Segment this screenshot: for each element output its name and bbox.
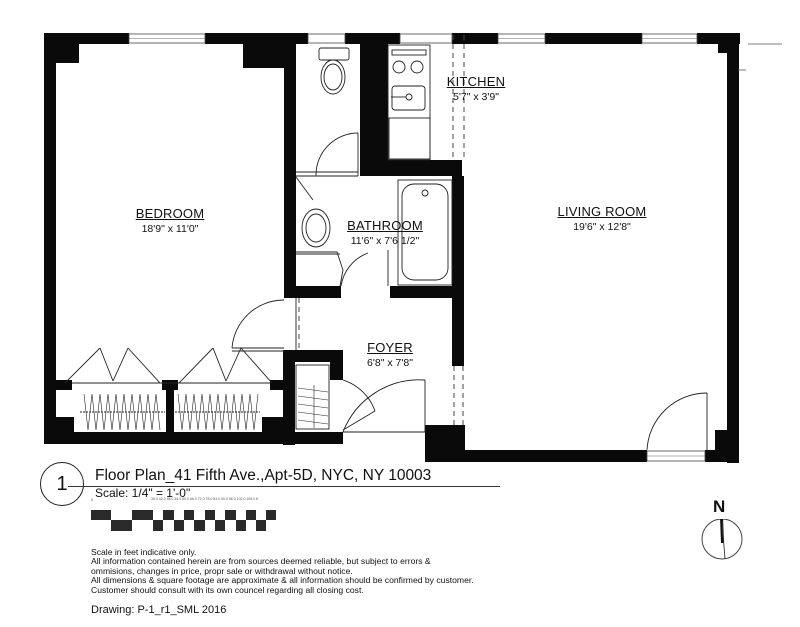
- wall: [283, 350, 343, 362]
- wall: [56, 380, 72, 390]
- disclaimer-line: Customer should consult with its own cou…: [91, 584, 364, 595]
- room-dimensions: 18'9" x 11'0": [141, 223, 199, 235]
- room-name: FOYER: [367, 340, 413, 355]
- north-arrow: N: [700, 497, 744, 567]
- title-block: 1 Floor Plan_41 Fifth Ave.,Apt-5D, NYC, …: [40, 462, 500, 506]
- scale-bar: [91, 510, 276, 531]
- disclaimer-line: Scale in feet indicative only.: [91, 547, 197, 557]
- wall: [283, 432, 343, 444]
- wall: [390, 286, 462, 298]
- wall: [44, 432, 284, 444]
- room-bedroom: BEDROOM 18'9" x 11'0": [110, 206, 230, 235]
- toilet-tank: [318, 47, 350, 61]
- wall: [330, 350, 343, 380]
- room-kitchen: KITCHEN 5'7" x 3'9": [438, 74, 514, 103]
- wall: [166, 380, 174, 435]
- wall: [44, 33, 129, 44]
- wall: [283, 350, 295, 445]
- north-label: N: [713, 497, 726, 516]
- room-dimensions: 19'6" x 12'8": [573, 221, 631, 233]
- wall: [727, 33, 739, 463]
- wall: [425, 425, 465, 462]
- wall: [718, 33, 738, 53]
- disclaimer-line: All dimensions & square footage are appr…: [91, 575, 474, 586]
- wall: [462, 450, 647, 462]
- wall: [345, 33, 400, 44]
- stove-burner: [392, 60, 406, 74]
- room-bathroom: BATHROOM 11'6" x 7'6 1/2": [320, 218, 450, 247]
- wall: [452, 176, 464, 366]
- wall: [262, 417, 284, 433]
- drawing-id: Drawing: P-1_r1_SML 2016: [91, 604, 227, 616]
- wall: [296, 33, 308, 44]
- kitchen-sink: [391, 85, 426, 111]
- kitchen-counter: [387, 44, 431, 161]
- drawing-number: 1: [40, 462, 84, 506]
- wall: [545, 33, 642, 44]
- bathtub: [397, 179, 453, 286]
- title-underline: [68, 486, 500, 488]
- room-dimensions: 11'6" x 7'6 1/2": [350, 235, 420, 247]
- bathroom-sink: [301, 208, 331, 248]
- stove-burner: [410, 60, 424, 74]
- wall: [56, 417, 74, 433]
- room-dimensions: 5'7" x 3'9": [453, 91, 499, 103]
- wall: [360, 160, 462, 176]
- room-name: KITCHEN: [446, 74, 506, 89]
- disclaimer: Scale in feet indicative only. All infor…: [91, 547, 474, 595]
- wall: [360, 44, 388, 174]
- toilet-bowl: [320, 59, 346, 95]
- room-name: LIVING ROOM: [557, 204, 647, 219]
- room-dimensions: 6'8" x 7'8": [367, 357, 413, 369]
- wall: [452, 33, 462, 44]
- wall: [715, 430, 739, 460]
- room-name: BEDROOM: [135, 206, 205, 221]
- scale-label: Scale: 1/4" = 1'-0": [95, 486, 191, 500]
- foyer-closet: [295, 364, 330, 430]
- room-foyer: FOYER 6'8" x 7'8": [355, 340, 425, 369]
- wall: [270, 380, 286, 390]
- scale-start-label: 0: [91, 497, 94, 502]
- wall: [284, 33, 296, 298]
- wall: [462, 33, 498, 44]
- room-name: BATHROOM: [347, 218, 423, 233]
- wall: [44, 33, 56, 443]
- plan-title: Floor Plan_41 Fifth Ave.,Apt-5D, NYC, NY…: [95, 467, 432, 484]
- disclaimer-line: ommisions, changes in price, propr sale …: [91, 565, 353, 576]
- compass-icon: [701, 519, 743, 560]
- wall: [243, 33, 286, 68]
- scale-tick-labels: 36.0 42.0 48.0 54.0 60.0 66.0 72.0 78.0 …: [151, 497, 259, 501]
- room-living-room: LIVING ROOM 19'6" x 12'8": [537, 204, 667, 233]
- disclaimer-line: All information contained herein are fro…: [91, 556, 431, 567]
- window: [399, 33, 453, 44]
- window: [307, 33, 346, 44]
- wall: [296, 286, 341, 298]
